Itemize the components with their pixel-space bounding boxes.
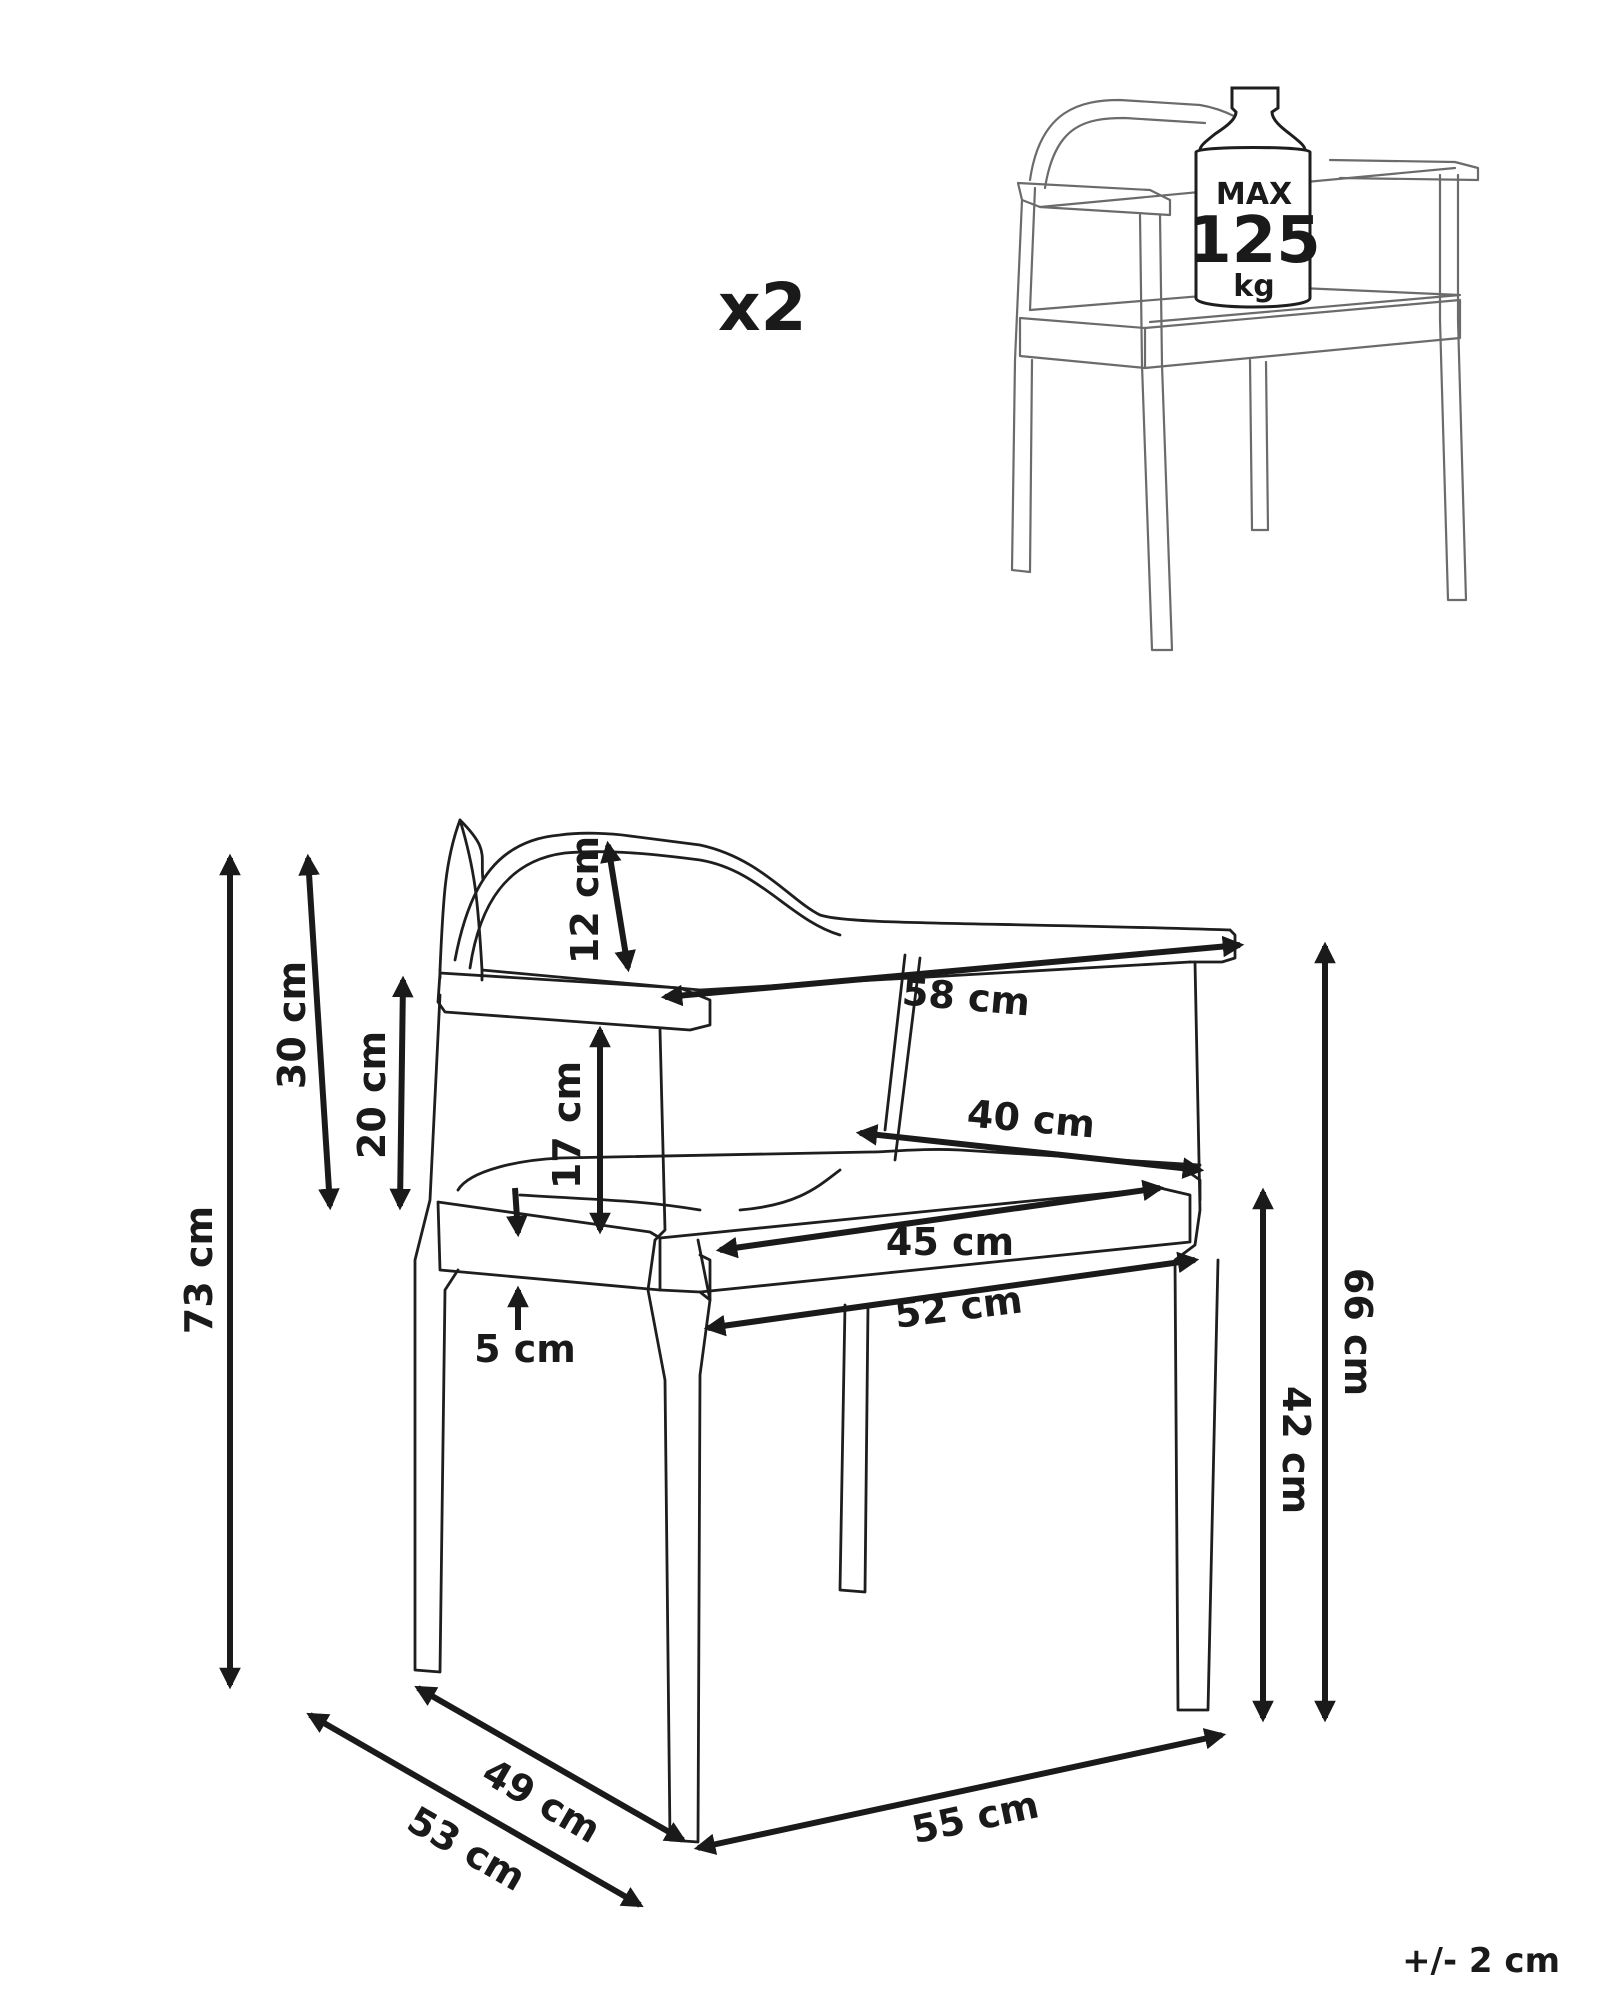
arrow-armrest-above-seat	[389, 975, 414, 1211]
arrow-seat-back-width	[855, 1124, 1205, 1179]
label-backrest-height: 30 cm	[270, 961, 314, 1089]
label-armrest-to-seat: 17 cm	[545, 1061, 589, 1189]
label-armrest-above-seat: 20 cm	[350, 1031, 394, 1159]
max-load-value: 125	[1187, 204, 1321, 278]
label-seat-back-width: 40 cm	[965, 1092, 1097, 1147]
label-backrest-band: 12 cm	[563, 836, 607, 964]
quantity-label: x2	[718, 269, 807, 346]
arrow-seat-front-width	[703, 1251, 1200, 1337]
label-seat-height: 42 cm	[1274, 1386, 1318, 1514]
label-seat-depth: 49 cm	[475, 1750, 608, 1852]
arrow-seat-width	[715, 1179, 1165, 1259]
label-seat-thickness: 5 cm	[474, 1327, 576, 1371]
label-armrest-height: 66 cm	[1336, 1268, 1380, 1396]
label-total-width: 55 cm	[908, 1782, 1043, 1852]
label-total-height: 73 cm	[177, 1206, 221, 1334]
arrow-seat-thickness-top	[506, 1187, 528, 1238]
label-armrest-width: 58 cm	[900, 970, 1032, 1025]
label-seat-front-width: 52 cm	[892, 1277, 1025, 1336]
tolerance-note: +/- 2 cm	[1402, 1941, 1560, 1981]
arrow-backrest-height	[298, 853, 340, 1211]
label-total-depth: 53 cm	[400, 1798, 533, 1900]
arrow-backrest-band	[600, 840, 636, 973]
weight-bottle-icon: MAX 125 kg	[1187, 86, 1321, 309]
arrow-armrest-width	[660, 935, 1245, 1007]
max-label: MAX	[1216, 177, 1292, 212]
arrow-total-depth	[306, 1712, 644, 1908]
dimension-arrows	[219, 840, 1336, 1908]
label-seat-width: 45 cm	[886, 1220, 1014, 1264]
arrow-total-width	[693, 1728, 1227, 1855]
max-load-unit: kg	[1233, 269, 1274, 304]
